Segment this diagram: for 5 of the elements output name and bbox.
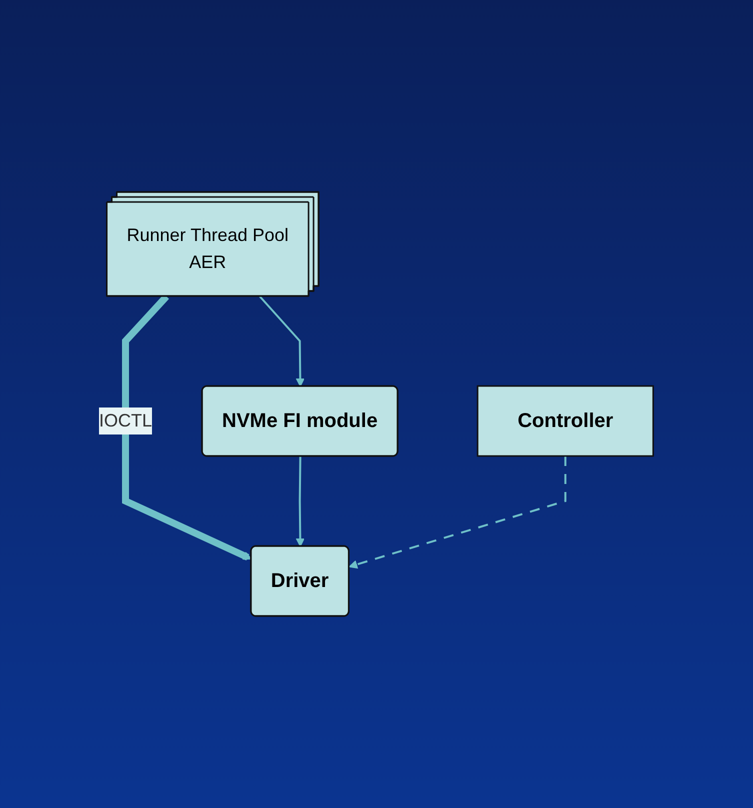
node-box: Controller bbox=[477, 385, 654, 457]
arrow bbox=[349, 456, 567, 569]
arrow bbox=[260, 296, 306, 387]
arrow bbox=[296, 456, 306, 547]
edge-label: IOCTL bbox=[99, 410, 152, 430]
